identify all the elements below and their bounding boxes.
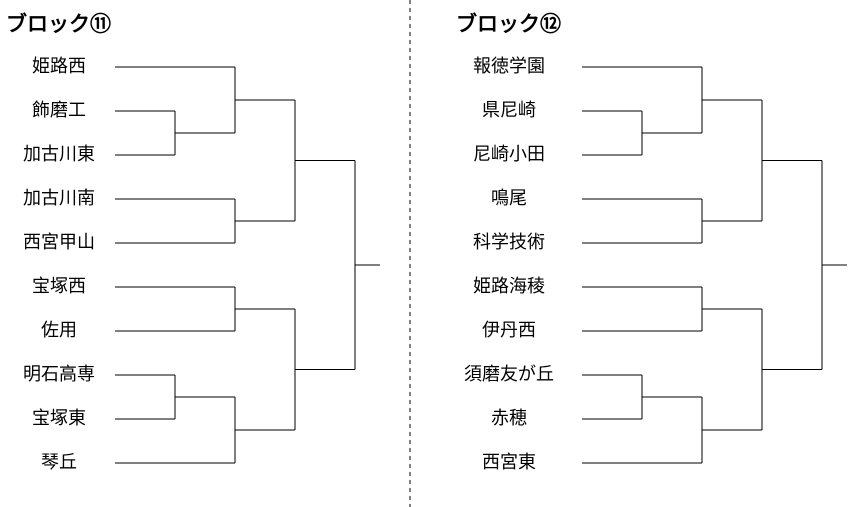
team-name: 尼崎小田 — [473, 144, 545, 165]
team-name: 飾磨工 — [32, 100, 86, 121]
team-name: 宝塚東 — [32, 408, 86, 429]
team-name: 県尼崎 — [482, 100, 536, 121]
team-name: 加古川南 — [23, 188, 95, 209]
team-name: 明石高専 — [23, 364, 95, 385]
team-name: 佐用 — [41, 320, 77, 341]
team-name: 科学技術 — [473, 232, 545, 253]
block-title: ブロック⑫ — [456, 12, 561, 36]
team-name: 加古川東 — [23, 144, 95, 165]
team-name: 鳴尾 — [491, 188, 527, 209]
team-name: 報徳学園 — [473, 56, 545, 77]
team-name: 姫路海稜 — [473, 276, 545, 297]
team-name: 伊丹西 — [482, 320, 536, 341]
team-name: 姫路西 — [32, 56, 86, 77]
block-title: ブロック⑪ — [6, 12, 111, 36]
team-name: 須磨友が丘 — [464, 364, 554, 385]
team-name: 西宮甲山 — [23, 232, 95, 253]
team-name: 琴丘 — [41, 452, 77, 473]
team-name: 宝塚西 — [32, 276, 86, 297]
team-name: 西宮東 — [482, 452, 536, 473]
team-name: 赤穂 — [491, 408, 527, 429]
